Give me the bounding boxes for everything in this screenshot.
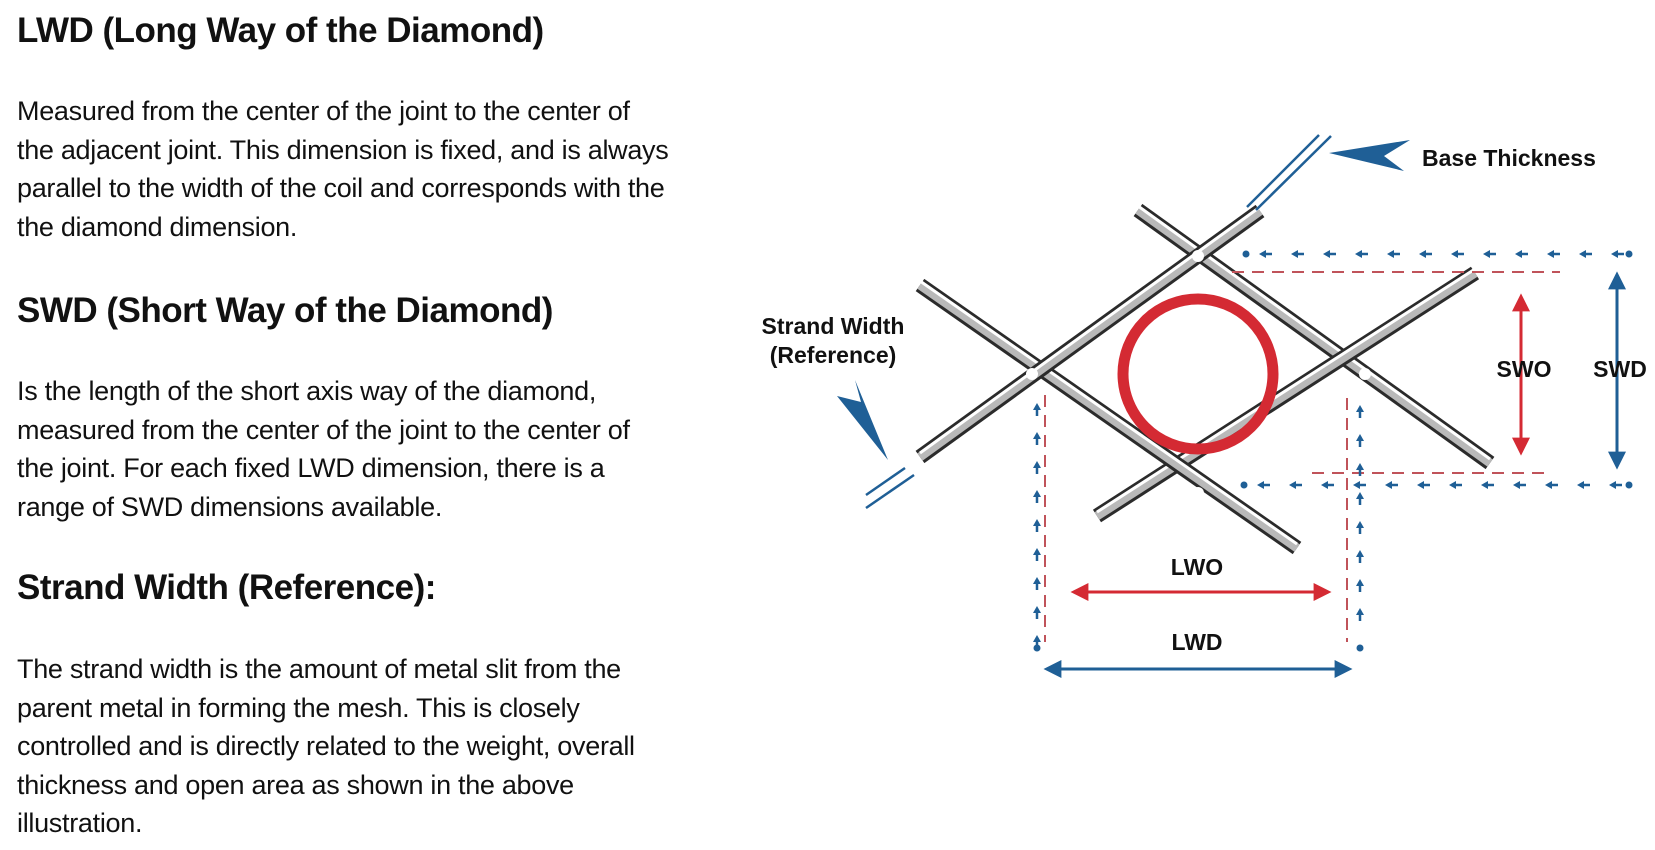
dotted-arrow-guides: [1033, 250, 1633, 652]
reference-dashes: [1044, 271, 1560, 642]
strand-core-1: [1094, 269, 1478, 520]
dotted-row-0: [1242, 250, 1633, 258]
lwd-label: LWD: [1171, 629, 1222, 655]
strand-core-3: [917, 207, 1263, 461]
swd-heading: SWD (Short Way of the Diamond): [17, 291, 553, 330]
strand-width-indicator: [837, 380, 915, 510]
strand-gap-2: [919, 279, 1298, 546]
base-thickness-label: Base Thickness: [1422, 145, 1596, 171]
base-thickness-indicator: [1246, 134, 1410, 211]
dotted-row-1: [1240, 481, 1633, 489]
base-thickness-arrow-icon: [1329, 140, 1410, 171]
swd-description: Is the length of the short axis way of t…: [17, 376, 630, 522]
joint-1: [1026, 368, 1038, 380]
strand-gap-0: [1137, 204, 1491, 461]
opening-circle: [1117, 293, 1279, 455]
strand-core-0: [1135, 206, 1493, 467]
strand-width-description: The strand width is the amount of metal …: [17, 654, 635, 839]
lwd-heading: LWD (Long Way of the Diamond): [17, 11, 544, 50]
dotted-col-1: [1356, 405, 1364, 652]
swo-label: SWO: [1497, 356, 1552, 382]
joint-3: [1192, 487, 1204, 499]
swd-label: SWD: [1593, 356, 1647, 382]
strand-core-2: [917, 281, 1300, 552]
strand-width-label-line2: (Reference): [770, 342, 897, 368]
strand-width-label-line1: Strand Width: [762, 313, 905, 339]
strand-width-arrow-icon: [837, 380, 888, 460]
strand-width-heading: Strand Width (Reference):: [17, 568, 436, 607]
mesh-strands: [915, 203, 1495, 555]
strand-gap-1: [1096, 267, 1476, 514]
joint-0: [1192, 250, 1204, 262]
joint-2: [1359, 368, 1371, 380]
lwd-description: Measured from the center of the joint to…: [17, 96, 669, 242]
dotted-col-0: [1033, 403, 1041, 652]
strand-gap-3: [919, 205, 1261, 455]
lwo-label: LWO: [1171, 554, 1223, 580]
